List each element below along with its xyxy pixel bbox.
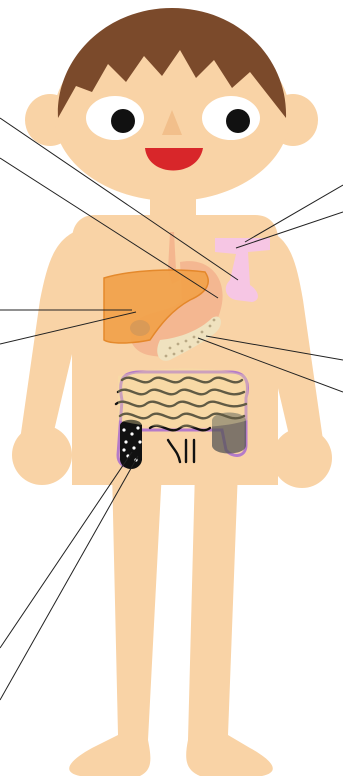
left-pupil — [111, 109, 135, 133]
right-eye — [202, 96, 260, 140]
leader-line-upper-right-a — [245, 185, 343, 242]
small-intestine-fill — [118, 369, 248, 428]
right-leg — [186, 470, 273, 776]
left-leg — [69, 470, 162, 776]
left-eye — [86, 96, 144, 140]
left-hand — [12, 425, 72, 485]
gallbladder — [130, 320, 150, 336]
right-pupil — [226, 109, 250, 133]
right-hand — [272, 428, 332, 488]
leader-line-large-intestine-a — [0, 452, 132, 648]
left-arm — [20, 230, 80, 448]
head — [25, 8, 318, 201]
